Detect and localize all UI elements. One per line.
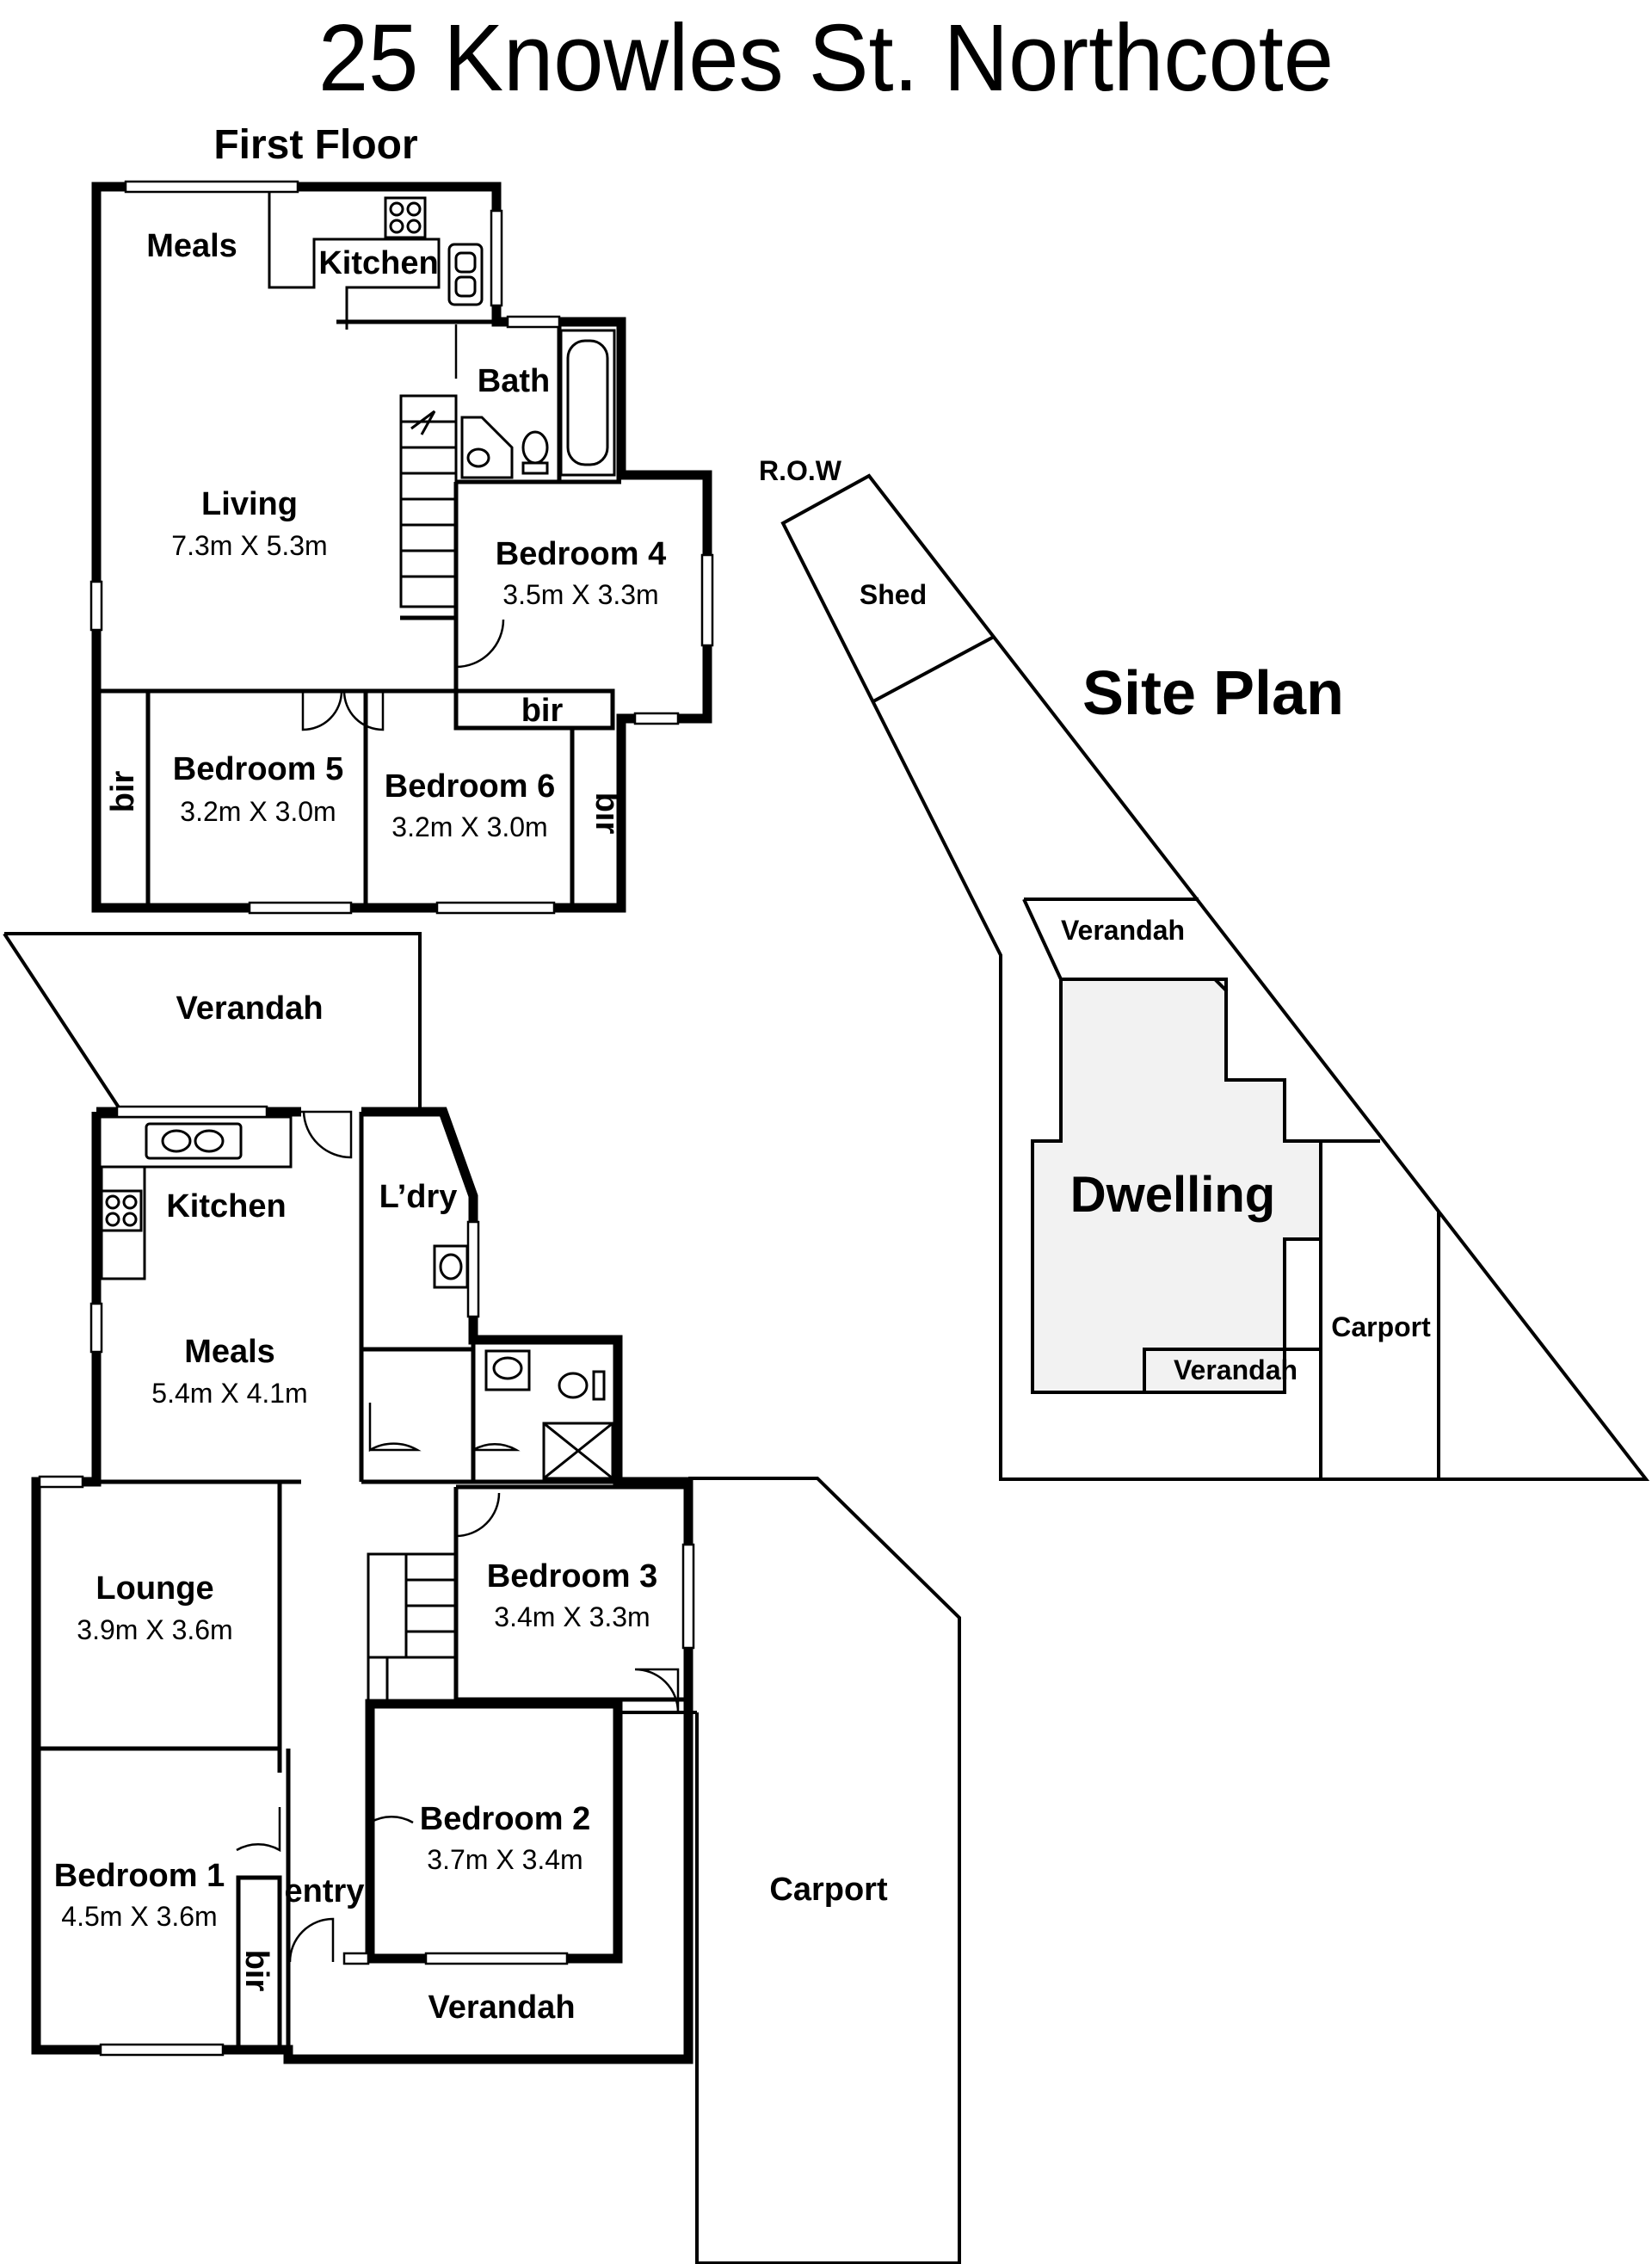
ff-bir-bed5-label: bir [105, 771, 141, 813]
basin-icon [484, 1349, 531, 1391]
ff-bedroom4-label: Bedroom 4 [496, 536, 666, 572]
window [342, 1952, 370, 1965]
ff-bedroom6-dim: 3.2m X 3.0m [391, 811, 547, 842]
laundry-tub-icon [433, 1244, 469, 1289]
window [89, 580, 103, 632]
ff-bir-bed4-label: bir [521, 693, 564, 729]
gf-meals-dim: 5.4m X 4.1m [151, 1378, 307, 1409]
gf-lounge-label: Lounge [96, 1570, 213, 1607]
toilet-icon [558, 1370, 606, 1401]
first-floor-heading: First Floor [213, 122, 417, 168]
site-plan: Site Plan R.O.W Shed Verandah Dwelling V… [759, 455, 1650, 1481]
window [490, 209, 503, 307]
window [124, 180, 299, 194]
site-verandah-top-label: Verandah [1061, 915, 1185, 946]
window [248, 901, 353, 915]
gf-verandah-rear-label: Verandah [176, 990, 323, 1027]
gf-laundry-label: L’dry [379, 1179, 458, 1215]
window [99, 2043, 225, 2057]
gf-bedroom3-label: Bedroom 3 [487, 1558, 657, 1595]
site-verandah-bottom-label: Verandah [1174, 1354, 1298, 1385]
ff-bedroom5-label: Bedroom 5 [173, 751, 343, 787]
shower-icon [542, 1422, 614, 1480]
first-floor-plan: First Floor [89, 122, 714, 915]
gf-bedroom3-dim: 3.4m X 3.3m [494, 1601, 650, 1632]
ground-floor-plan: Verandah Kitchen L’dry Meals 5.4m X 4.1m… [3, 932, 961, 2264]
cooktop-icon [100, 1189, 143, 1232]
site-carport-label: Carport [1331, 1311, 1431, 1342]
site-plan-heading: Site Plan [1082, 659, 1344, 728]
double-sink-icon [145, 1122, 243, 1160]
site-dwelling-label: Dwelling [1070, 1167, 1275, 1223]
ff-bir-bed6-label: bir [589, 793, 625, 835]
gf-bir-label: bir [238, 1950, 274, 1992]
gf-meals-label: Meals [184, 1334, 275, 1370]
window [466, 1220, 480, 1318]
window [435, 901, 556, 915]
gf-carport-label: Carport [769, 1872, 888, 1908]
stairs-first-floor [399, 394, 458, 608]
window [89, 1302, 103, 1354]
ff-meals-label: Meals [146, 228, 237, 264]
window [681, 1543, 695, 1650]
bathtub-icon [559, 329, 616, 477]
toilet-icon [521, 430, 549, 475]
window [424, 1952, 569, 1965]
sink-icon [447, 243, 484, 306]
ff-bedroom6-label: Bedroom 6 [385, 768, 555, 805]
ff-bedroom4-dim: 3.5m X 3.3m [502, 579, 658, 610]
site-shed-label: Shed [860, 579, 927, 610]
ff-kitchen-label: Kitchen [318, 245, 438, 281]
cooktop-icon [384, 196, 427, 239]
window [38, 1475, 84, 1489]
gf-bedroom2-dim: 3.7m X 3.4m [427, 1844, 583, 1875]
ff-bath-label: Bath [478, 363, 550, 399]
window [115, 1105, 268, 1119]
gf-kitchen-label: Kitchen [166, 1188, 286, 1225]
ff-living-dim: 7.3m X 5.3m [171, 530, 327, 561]
page-title: 25 Knowles St. Northcote [318, 5, 1334, 111]
gf-bedroom1-dim: 4.5m X 3.6m [61, 1901, 217, 1932]
window [506, 315, 561, 329]
window [633, 712, 680, 725]
gf-verandah-front-label: Verandah [428, 1989, 575, 2026]
ff-living-label: Living [201, 486, 298, 522]
basin-icon [460, 416, 514, 479]
gf-bedroom1-label: Bedroom 1 [54, 1858, 225, 1894]
window [700, 553, 714, 647]
stairs-ground-floor [367, 1552, 458, 1702]
ff-bedroom5-dim: 3.2m X 3.0m [180, 796, 336, 827]
gf-lounge-dim: 3.9m X 3.6m [77, 1614, 232, 1645]
gf-bedroom2-label: Bedroom 2 [420, 1801, 590, 1837]
site-row-label: R.O.W [759, 455, 842, 486]
gf-entry-label: entry [285, 1873, 365, 1909]
